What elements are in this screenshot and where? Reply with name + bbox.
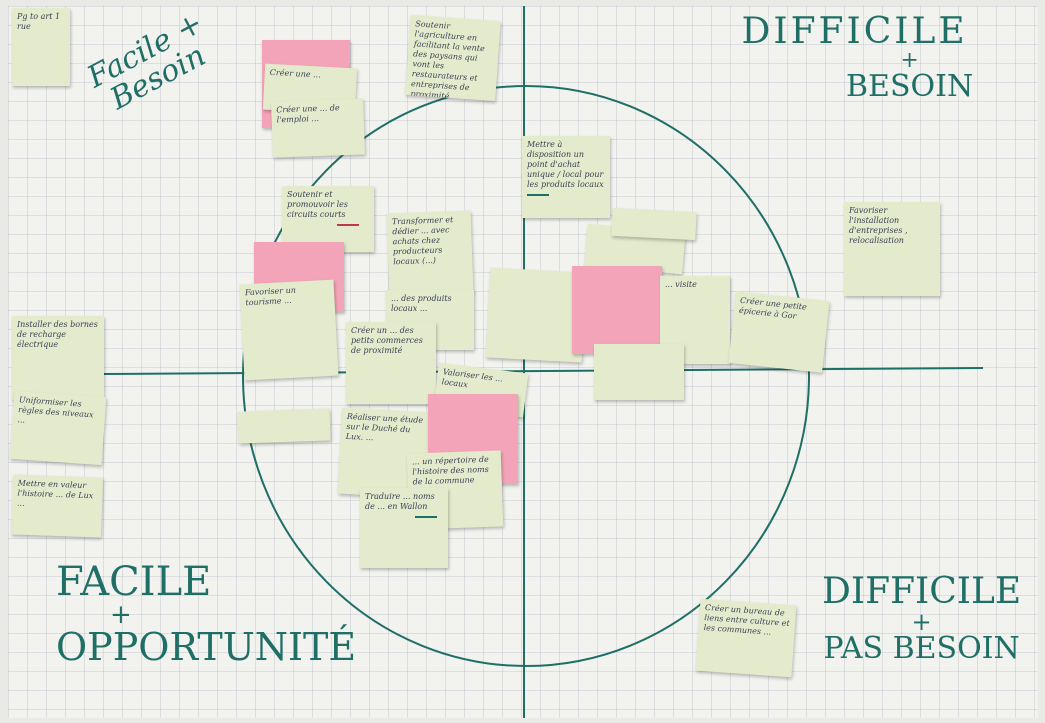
quadrant-label-line: +	[900, 48, 919, 73]
sticky-note[interactable]: Créer un bureau de liens entre culture e…	[695, 598, 797, 678]
sticky-note-text: Créer une ...	[269, 67, 321, 80]
quadrant-label-line: PAS BESOIN	[823, 631, 1020, 666]
sticky-note[interactable]: Mettre en valeur l'histoire ... de Lux .…	[10, 474, 104, 538]
sticky-note-text: Soutenir et promouvoir les circuits cour…	[287, 190, 348, 219]
sticky-note[interactable]: Uniformiser les règles des niveaux ...	[9, 390, 107, 466]
sticky-note-text: Favoriser un tourisme ...	[244, 285, 297, 308]
sticky-note[interactable]: Soutenir et promouvoir les circuits cour…	[282, 186, 374, 252]
sticky-note-text: Transformer et dédier ... avec achats ch…	[391, 215, 454, 267]
sticky-note[interactable]	[594, 344, 684, 400]
sticky-note-text: ... visite	[665, 280, 697, 289]
sticky-note-text: Créer une petite épicerie à Gor	[738, 295, 808, 321]
quadrant-label-bottom-right: DIFFICILE + PAS BESOIN	[822, 574, 1021, 664]
sticky-note-text: ... un répertoire de l'histoire des noms…	[411, 454, 489, 487]
quadrant-label-line: DIFFICILE	[822, 571, 1022, 612]
horizontal-axis	[102, 367, 984, 375]
sticky-note[interactable]: Soutenir l'agriculture en facilitant la …	[405, 14, 501, 102]
sticky-note[interactable]	[611, 207, 697, 241]
sticky-note-text: Créer une ... de l'emploi ...	[276, 103, 340, 125]
quadrant-label-line: +	[110, 600, 132, 630]
sticky-note[interactable]: Créer une petite épicerie à Gor	[728, 291, 830, 373]
sticky-note-text: ... des produits locaux ...	[391, 294, 452, 313]
sticky-note-text: Créer un bureau de liens entre culture e…	[703, 603, 790, 637]
sticky-note[interactable]: Créer une ... de l'emploi ...	[271, 98, 365, 158]
sticky-note-text: Réaliser une étude sur le Duché du Lux. …	[345, 411, 424, 443]
quadrant-label-bottom-left: FACILE + OPPORTUNITÉ	[56, 562, 356, 666]
central-circle	[242, 85, 810, 667]
sticky-note-text: Installer des bornes de recharge électri…	[17, 320, 98, 349]
sticky-note-text: Mettre en valeur l'histoire ... de Lux .…	[16, 478, 94, 508]
flipchart-board: Facile + Besoin DIFFICILE + BESOIN FACIL…	[8, 6, 1038, 718]
sticky-note-text: Favoriser l'installation d'entreprises ,…	[849, 206, 908, 245]
sticky-note-text: Mettre à disposition un point d'achat un…	[527, 140, 604, 189]
sticky-note[interactable]: Favoriser l'installation d'entreprises ,…	[844, 202, 940, 296]
quadrant-label-line: BESOIN	[846, 69, 974, 104]
sticky-note-pink[interactable]	[572, 266, 662, 354]
sticky-note-text: Valoriser les ... locaux	[441, 367, 504, 390]
sticky-note[interactable]: Créer un ... des petits commerces de pro…	[346, 322, 436, 404]
sticky-note-text: Uniformiser les règles des niveaux ...	[17, 395, 94, 425]
sticky-note[interactable]: Installer des bornes de recharge électri…	[12, 316, 104, 400]
quadrant-label-top-right: DIFFICILE + BESOIN	[736, 14, 973, 102]
sticky-note-text: Créer un ... des petits commerces de pro…	[351, 326, 423, 355]
sticky-note[interactable]: Mettre à disposition un point d'achat un…	[522, 136, 610, 218]
sticky-note[interactable]: Pg to art 1 rue	[12, 8, 70, 86]
sticky-note-text: Traduire ... noms de ... en Wallon	[365, 492, 435, 511]
quadrant-label-line: DIFFICILE	[741, 11, 968, 52]
sticky-note[interactable]: Favoriser un tourisme ...	[239, 279, 339, 381]
quadrant-label-line: OPPORTUNITÉ	[56, 625, 357, 669]
sticky-note[interactable]: Transformer et dédier ... avec achats ch…	[386, 210, 474, 296]
quadrant-label-line: FACILE	[56, 559, 212, 605]
sticky-note[interactable]	[237, 408, 331, 444]
sticky-note-text: Pg to art 1 rue	[17, 12, 61, 31]
sticky-note-text: Soutenir l'agriculture en facilitant la …	[410, 19, 486, 101]
quadrant-label-line: +	[911, 608, 932, 636]
sticky-note[interactable]: Traduire ... noms de ... en Wallon	[360, 488, 448, 568]
